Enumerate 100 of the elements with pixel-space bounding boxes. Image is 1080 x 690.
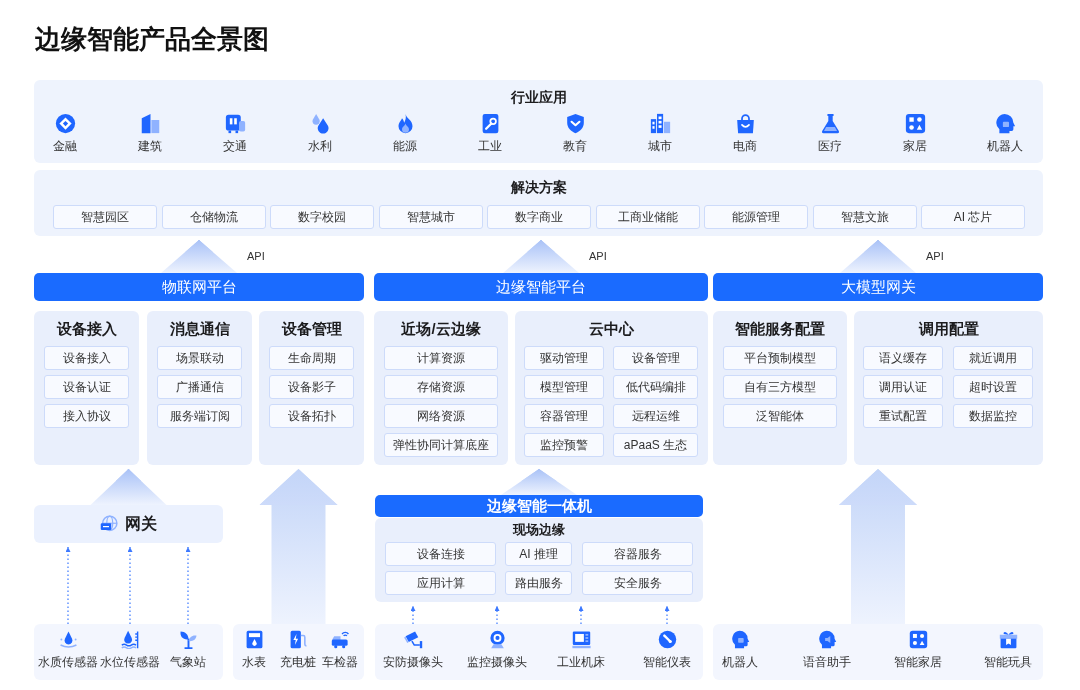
feature-item: 调用认证 bbox=[863, 375, 943, 399]
module-title: 设备接入 bbox=[56, 319, 117, 338]
device-label: 车检器 bbox=[322, 655, 358, 670]
device-panel bbox=[713, 624, 1043, 680]
dotted-arrow bbox=[664, 605, 670, 625]
module-title: 设备管理 bbox=[281, 319, 342, 338]
device-label: 水质传感器 bbox=[38, 655, 98, 670]
dotted-arrow bbox=[65, 546, 71, 625]
industry-label: 机器人 bbox=[987, 139, 1023, 154]
feature-item: 弹性协同计算底座 bbox=[384, 433, 498, 457]
module-panel bbox=[374, 311, 508, 465]
dotted-arrow bbox=[410, 605, 416, 625]
feature-item: 平台预制模型 bbox=[723, 346, 837, 370]
dotted-arrow bbox=[185, 546, 191, 625]
device-label: 水位传感器 bbox=[100, 655, 160, 670]
module-title: 调用配置 bbox=[918, 319, 979, 338]
feature-item: 生命周期 bbox=[269, 346, 354, 370]
module-title: 云中心 bbox=[589, 319, 634, 338]
industry-label: 教育 bbox=[563, 139, 587, 154]
feature-item: 容器管理 bbox=[524, 404, 604, 428]
industry-label: 家居 bbox=[903, 139, 927, 154]
dotted-arrow bbox=[578, 605, 584, 625]
feature-item: 设备连接 bbox=[385, 542, 496, 566]
platform-bar: 物联网平台 bbox=[34, 273, 364, 301]
feature-item: 设备管理 bbox=[613, 346, 698, 370]
solution-item: 智慧城市 bbox=[379, 205, 483, 229]
feature-item: 场景联动 bbox=[157, 346, 242, 370]
module-panel bbox=[515, 311, 708, 465]
solution-item: 仓储物流 bbox=[162, 205, 266, 229]
feature-item: 计算资源 bbox=[384, 346, 498, 370]
industry-label: 工业 bbox=[478, 139, 502, 154]
feature-item: 安全服务 bbox=[582, 571, 693, 595]
module-panel bbox=[375, 518, 703, 602]
industry-label: 电商 bbox=[733, 139, 757, 154]
device-label: 智能仪表 bbox=[643, 655, 691, 670]
feature-item: 应用计算 bbox=[385, 571, 496, 595]
module-panel bbox=[854, 311, 1043, 465]
industry-label: 城市 bbox=[648, 139, 672, 154]
module-title: 智能服务配置 bbox=[735, 319, 825, 338]
module-panel bbox=[147, 311, 252, 465]
feature-item: 数据监控 bbox=[953, 404, 1033, 428]
page-title: 边缘智能产品全景图 bbox=[35, 23, 269, 56]
section-panel bbox=[34, 80, 1043, 163]
feature-item: 容器服务 bbox=[582, 542, 693, 566]
solution-item: AI 芯片 bbox=[921, 205, 1025, 229]
solution-item: 数字校园 bbox=[270, 205, 374, 229]
section-title: 行业应用 bbox=[510, 88, 567, 106]
feature-item: aPaaS 生态 bbox=[613, 433, 698, 457]
device-label: 监控摄像头 bbox=[467, 655, 527, 670]
solution-item: 工商业储能 bbox=[596, 205, 700, 229]
industry-label: 医疗 bbox=[818, 139, 842, 154]
feature-item: 监控预警 bbox=[524, 433, 604, 457]
industry-label: 建筑 bbox=[138, 139, 162, 154]
feature-item: 自有三方模型 bbox=[723, 375, 837, 399]
feature-item: 广播通信 bbox=[157, 375, 242, 399]
platform-bar: 边缘智能一体机 bbox=[375, 495, 703, 517]
device-label: 智能玩具 bbox=[984, 655, 1032, 670]
feature-item: 设备拓扑 bbox=[269, 404, 354, 428]
feature-item: 路由服务 bbox=[505, 571, 572, 595]
device-label: 语音助手 bbox=[803, 655, 851, 670]
module-panel bbox=[34, 311, 139, 465]
gateway-label: 网关 bbox=[125, 514, 157, 534]
feature-item: 低代码编排 bbox=[613, 375, 698, 399]
device-panel bbox=[375, 624, 703, 680]
device-label: 机器人 bbox=[722, 655, 758, 670]
feature-item: 重试配置 bbox=[863, 404, 943, 428]
device-label: 水表 bbox=[242, 655, 266, 670]
feature-item: 就近调用 bbox=[953, 346, 1033, 370]
gateway-panel bbox=[34, 505, 223, 543]
solution-item: 能源管理 bbox=[704, 205, 808, 229]
feature-item: 设备接入 bbox=[44, 346, 129, 370]
industry-label: 水利 bbox=[308, 139, 332, 154]
device-label: 安防摄像头 bbox=[383, 655, 443, 670]
device-label: 智能家居 bbox=[894, 655, 942, 670]
feature-item: 远程运维 bbox=[613, 404, 698, 428]
section-title: 解决方案 bbox=[510, 178, 567, 196]
feature-item: 语义缓存 bbox=[863, 346, 943, 370]
industry-label: 能源 bbox=[393, 139, 417, 154]
feature-item: 驱动管理 bbox=[524, 346, 604, 370]
module-panel bbox=[259, 311, 364, 465]
solution-item: 智慧园区 bbox=[53, 205, 157, 229]
solution-item: 智慧文旅 bbox=[813, 205, 917, 229]
solution-item: 数字商业 bbox=[487, 205, 591, 229]
feature-item: 模型管理 bbox=[524, 375, 604, 399]
module-title: 现场边缘 bbox=[513, 522, 565, 539]
device-panel bbox=[34, 624, 223, 680]
feature-item: 存储资源 bbox=[384, 375, 498, 399]
feature-item: 服务端订阅 bbox=[157, 404, 242, 428]
module-title: 消息通信 bbox=[169, 319, 230, 338]
feature-item: 超时设置 bbox=[953, 375, 1033, 399]
module-title: 近场/云边缘 bbox=[401, 319, 481, 338]
industry-label: 交通 bbox=[223, 139, 247, 154]
feature-item: 设备影子 bbox=[269, 375, 354, 399]
device-label: 工业机床 bbox=[557, 655, 605, 670]
industry-label: 金融 bbox=[53, 139, 77, 154]
feature-item: 接入协议 bbox=[44, 404, 129, 428]
feature-item: 设备认证 bbox=[44, 375, 129, 399]
feature-item: AI 推理 bbox=[505, 542, 572, 566]
feature-item: 网络资源 bbox=[384, 404, 498, 428]
module-panel bbox=[713, 311, 847, 465]
